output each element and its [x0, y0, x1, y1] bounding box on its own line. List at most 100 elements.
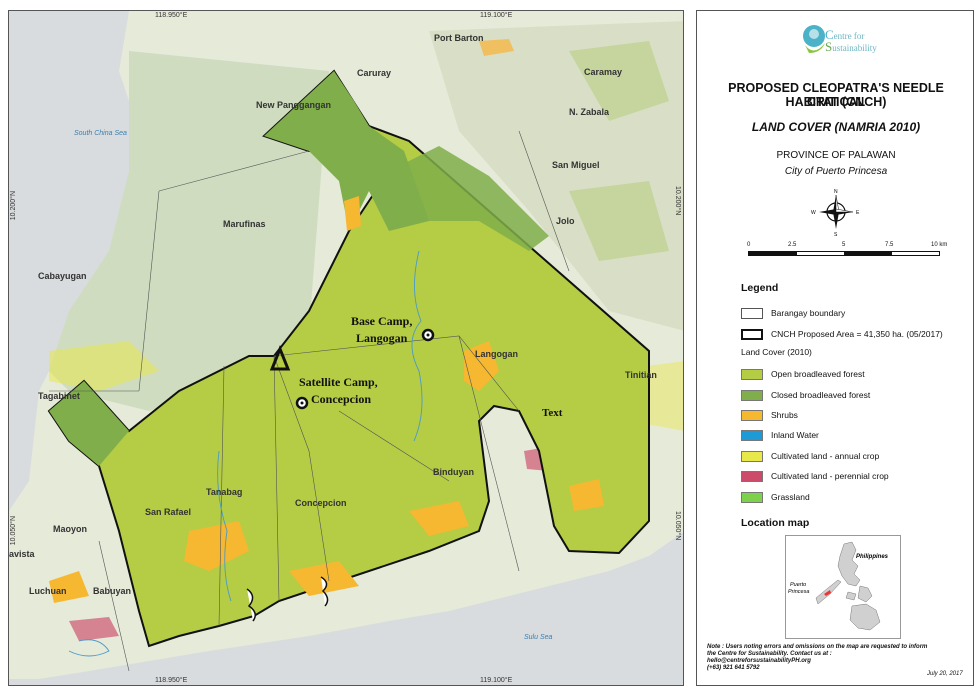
cnch-area[interactable]	[47, 69, 650, 648]
land-cover-heading: Land Cover (2010)	[741, 347, 812, 357]
shrub-3	[184, 521, 249, 571]
west-terrain	[49, 51, 329, 411]
land-cover-label: Cultivated land - annual crop	[771, 451, 880, 461]
label-luchuan: Luchuan	[29, 586, 67, 596]
land-cover-swatch	[741, 389, 763, 401]
coord-right-bottom: 10.050°N	[674, 511, 681, 541]
map-panel[interactable]: South China Sea Sulu Sea Port Barton Car…	[8, 10, 684, 686]
coord-bottom-right: 119.100°E	[480, 677, 513, 684]
label-san-rafael: San Rafael	[145, 507, 191, 517]
label-satellite-camp-2: Concepcion	[311, 392, 371, 406]
note-line-3: hello@centreforsustainabilityPH.org	[707, 658, 811, 664]
map-subtitle: LAND COVER (NAMRIA 2010)	[751, 120, 921, 134]
map-canvas[interactable]: South China Sea Sulu Sea Port Barton Car…	[9, 11, 684, 686]
land-cover-label: Shrubs	[771, 410, 798, 420]
label-maoyon: Maoyon	[53, 524, 87, 534]
label-caramay: Caramay	[584, 67, 622, 77]
label-base-camp-1: Base Camp,	[351, 314, 412, 328]
land-cover-label: Inland Water	[771, 430, 819, 440]
land-cover-item: Inland Water	[741, 428, 819, 442]
label-tinitian: Tinitian	[625, 370, 657, 380]
legend-barangay-row: Barangay boundary	[741, 306, 845, 320]
river-mouth-2	[320, 576, 329, 607]
note-line-1: Note : Users noting errors and omissions…	[707, 644, 928, 650]
note-line-4: (+63) 921 641 5792	[707, 665, 760, 671]
land-cover-swatch	[741, 491, 763, 503]
label-babuyan: Babuyan	[93, 586, 131, 596]
land-cover-item: Shrubs	[741, 408, 798, 422]
scale-10: 10 km	[931, 242, 948, 248]
satellite-camp-marker-dot	[300, 401, 304, 405]
satellite-triangle-marker[interactable]	[269, 344, 291, 371]
base-camp-marker-dot	[426, 333, 430, 337]
location-map-heading: Location map	[741, 517, 810, 529]
label-concepcion: Concepcion	[295, 498, 347, 508]
label-caruray: Caruray	[357, 68, 391, 78]
scale-5: 5	[842, 242, 846, 248]
river-mouth-1	[246, 588, 256, 622]
land-cover-item: Cultivated land - annual crop	[741, 449, 879, 463]
land-cover-swatch	[741, 470, 763, 482]
coord-left-bottom: 10.050°N	[10, 516, 17, 546]
barangay-label: Barangay boundary	[771, 308, 846, 318]
shrub-6	[569, 479, 604, 511]
cnch-label: CNCH Proposed Area = 41,350 ha. (05/2017…	[771, 329, 943, 339]
scale-0: 0	[747, 242, 751, 248]
label-cabayugan: Cabayugan	[38, 271, 87, 281]
label-marufinas: Marufinas	[223, 219, 266, 229]
map-title-line1: PROPOSED CLEOPATRA'S NEEDLE CRITICAL	[728, 81, 944, 109]
label-text: Text	[542, 407, 563, 419]
land-cover-label: Grassland	[771, 492, 810, 502]
land-cover-swatch	[741, 368, 763, 380]
compass-n: N	[834, 189, 838, 195]
legend-panel: Centre for Sustainability PROPOSED CLEOP…	[696, 10, 974, 686]
logo-text-2: ustainability	[832, 43, 877, 53]
closed-forest-west	[49, 381, 129, 466]
label-tanabag: Tanabag	[206, 487, 242, 497]
map-title-line2: HABITAT (CNCH)	[785, 95, 887, 109]
scale-7-5: 7.5	[885, 242, 894, 248]
ne-forest-1	[569, 41, 669, 121]
barangay-boundaries	[49, 130, 570, 672]
label-jolo: Jolo	[556, 216, 575, 226]
label-binduyan: Binduyan	[433, 467, 474, 477]
land-cover-swatch	[741, 409, 763, 421]
label-n-zabala: N. Zabala	[569, 107, 610, 117]
philippines-inset-map: Philippines Puerto Princesa	[788, 541, 889, 631]
barangay-swatch	[741, 307, 763, 319]
location-inset[interactable]: Philippines Puerto Princesa	[785, 535, 901, 639]
logo-letter-c: C	[825, 27, 834, 42]
coord-left-top: 10.200°N	[10, 191, 17, 221]
ne-forest-2	[569, 181, 669, 261]
land-cover-swatch	[741, 429, 763, 441]
compass-s: S	[834, 232, 838, 237]
centre-logo: Centre for Sustainability	[799, 23, 889, 59]
coord-bottom-left: 118.950°E	[155, 677, 188, 684]
scale-bar	[748, 251, 940, 256]
logo-text-1: entre for	[833, 31, 865, 41]
shrub-1	[344, 196, 361, 231]
ne-shrub	[479, 39, 514, 56]
compass-rose-icon: N E S W	[811, 189, 860, 237]
land-cover-label: Closed broadleaved forest	[771, 390, 871, 400]
coord-right-top: 10.200°N	[674, 186, 681, 216]
disclaimer-note: Note : Users noting errors and omissions…	[707, 644, 969, 672]
legend-heading: Legend	[741, 282, 779, 294]
label-new-panggangan: New Panggangan	[256, 100, 331, 110]
rivers	[68, 250, 423, 657]
land-cover-item: Open broadleaved forest	[741, 367, 865, 381]
inset-puerto: Puerto	[790, 582, 806, 588]
inset-philippines: Philippines	[856, 554, 889, 560]
land-cover-item: Cultivated land - perennial crop	[741, 469, 889, 483]
label-vista: avista	[9, 549, 36, 559]
closed-forest-north	[264, 71, 429, 231]
label-san-miguel: San Miguel	[552, 160, 600, 170]
land-cover-label: Cultivated land - perennial crop	[771, 471, 889, 481]
logo-letter-s: S	[825, 39, 833, 54]
label-south-china-sea: South China Sea	[74, 130, 127, 137]
perennial-2	[69, 617, 119, 641]
shrub-7	[49, 571, 89, 603]
inset-princesa: Princesa	[788, 589, 809, 595]
land-cover-label: Open broadleaved forest	[771, 369, 865, 379]
land-cover-item: Closed broadleaved forest	[741, 388, 870, 402]
